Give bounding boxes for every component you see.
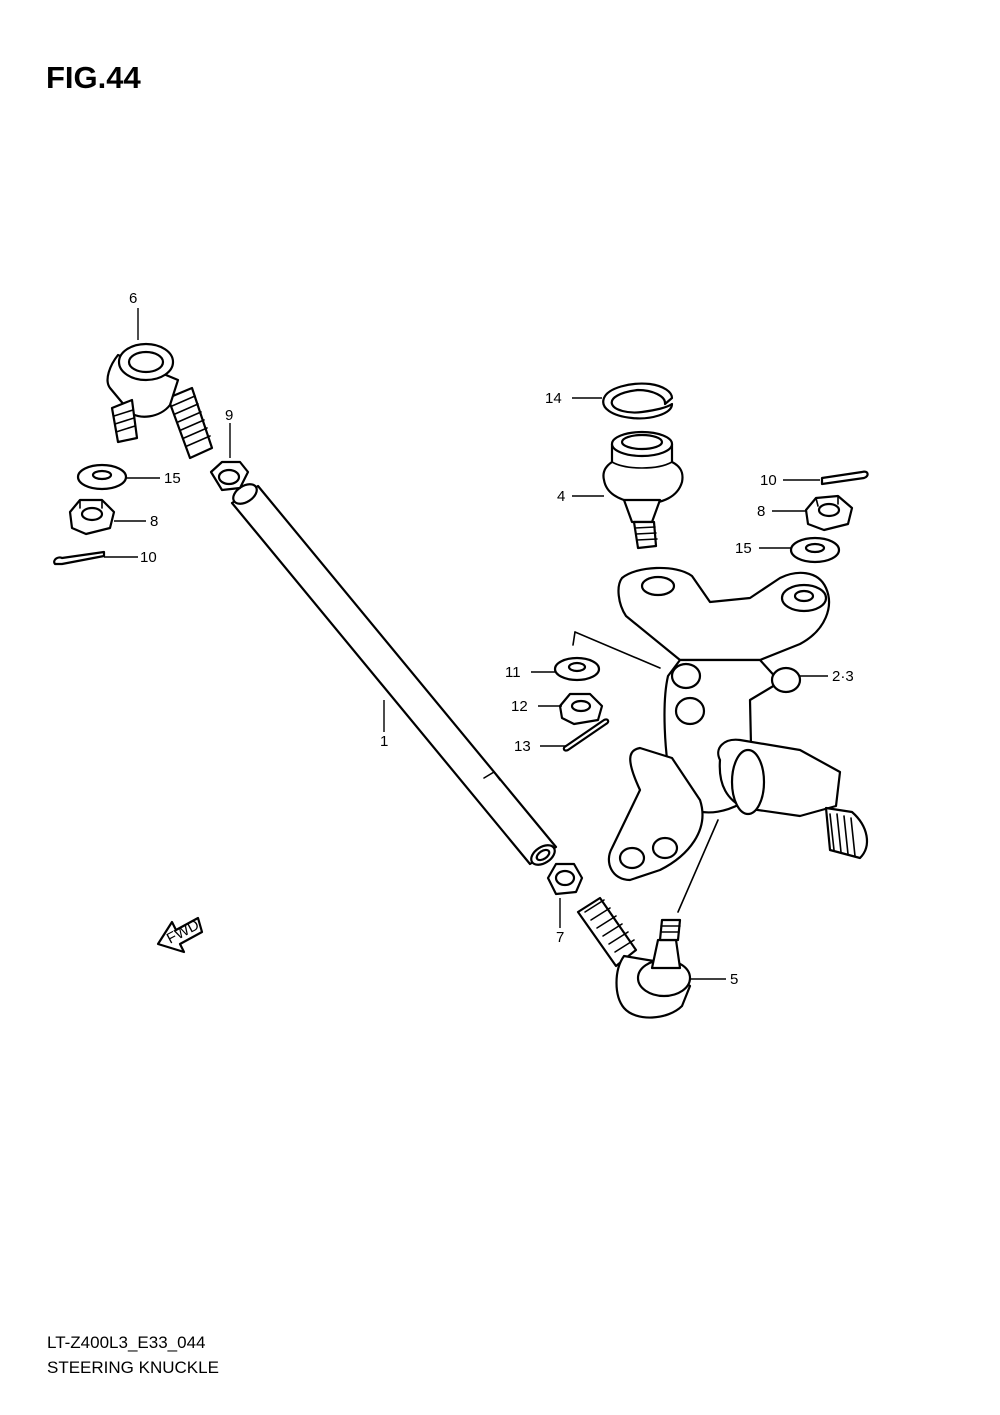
- callout-11: 11: [505, 664, 521, 681]
- callout-5: 5: [730, 971, 738, 988]
- callout-13: 13: [514, 738, 531, 755]
- nut-7: [546, 862, 584, 896]
- tie-rod: [230, 483, 558, 866]
- callouts: 6 9 15 8 10 14 4 10 8 15 11 12 13 2·3 1 …: [129, 290, 854, 988]
- callout-8-right: 8: [757, 503, 765, 520]
- callout-8-left: 8: [150, 513, 158, 530]
- callout-9: 9: [225, 407, 233, 424]
- model-code: LT-Z400L3_E33_044: [47, 1333, 206, 1352]
- circlip-14: [602, 382, 674, 420]
- callout-1: 1: [380, 733, 388, 750]
- cotter-pin-10-left: [53, 550, 106, 566]
- cotter-pin-10-right: [820, 470, 869, 486]
- steering-knuckle: [572, 566, 869, 913]
- leader-lines: [104, 308, 828, 980]
- washer-11: [553, 656, 601, 682]
- castle-nut-8-left: [68, 498, 116, 536]
- tie-rod-end-upper: [106, 342, 214, 460]
- castle-nut-12: [558, 692, 604, 726]
- callout-15-right: 15: [735, 540, 752, 557]
- callout-4: 4: [557, 488, 565, 505]
- forward-arrow-icon: FWD: [156, 916, 204, 954]
- callout-10-right: 10: [760, 472, 777, 489]
- castle-nut-8-right: [804, 494, 854, 532]
- callout-2-3: 2·3: [832, 668, 854, 685]
- ball-joint-4: [602, 430, 684, 550]
- callout-7: 7: [556, 929, 564, 946]
- nut-9: [209, 460, 250, 492]
- callout-15-left: 15: [164, 470, 181, 487]
- tie-rod-end-lower: [576, 896, 692, 1019]
- washer-15-left: [76, 463, 128, 491]
- section-name: STEERING KNUCKLE: [47, 1358, 219, 1377]
- washer-15-right: [789, 536, 841, 564]
- figure-title: FIG.44: [46, 60, 141, 95]
- cotter-pin-13: [562, 718, 610, 752]
- callout-6: 6: [129, 290, 137, 307]
- callout-14: 14: [545, 390, 562, 407]
- callout-12: 12: [511, 698, 528, 715]
- callout-10-left: 10: [140, 549, 157, 566]
